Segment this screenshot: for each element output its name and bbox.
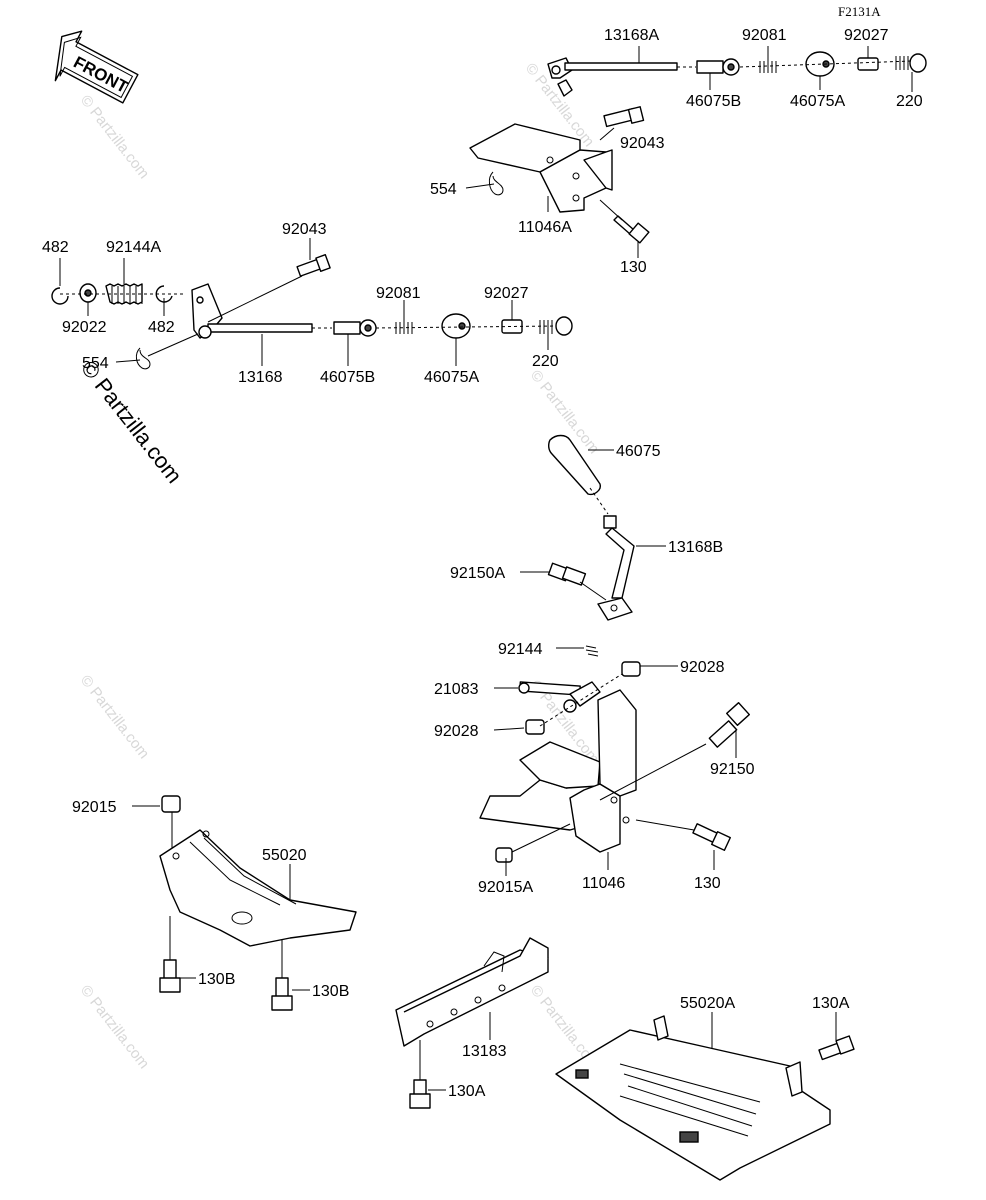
diagram-code: F2131A xyxy=(838,4,881,19)
joint-46075B-mid xyxy=(333,319,377,337)
label-130A-a: 130A xyxy=(812,995,850,1012)
label-482-a: 482 xyxy=(42,239,69,256)
label-13183: 13183 xyxy=(462,1043,507,1060)
label-554-top: 554 xyxy=(430,181,457,198)
washer-92022 xyxy=(79,283,97,303)
label-13168B: 13168B xyxy=(668,539,723,556)
label-220-mid: 220 xyxy=(532,353,559,370)
label-130A-b: 130A xyxy=(448,1083,486,1100)
bolt-130A-a xyxy=(818,1035,855,1061)
label-220-top: 220 xyxy=(896,93,923,110)
label-92028-b: 92028 xyxy=(434,723,479,740)
label-46075A-mid: 46075A xyxy=(424,369,479,386)
bolt-130B-a xyxy=(159,959,181,993)
label-92144: 92144 xyxy=(498,641,543,658)
label-92015: 92015 xyxy=(72,799,117,816)
label-554-mid: 554 xyxy=(82,355,109,372)
label-92081-top: 92081 xyxy=(742,27,787,44)
joint-46075A-mid xyxy=(441,313,471,339)
label-55020A: 55020A xyxy=(680,995,735,1012)
watermark-6: © Partzilla.com xyxy=(77,982,153,1072)
label-92022: 92022 xyxy=(62,319,107,336)
screw-220-top xyxy=(895,53,927,73)
label-46075A-top: 46075A xyxy=(790,93,845,110)
spring-92081-mid xyxy=(395,322,413,334)
knob-46075 xyxy=(547,434,601,496)
collar-92027-mid xyxy=(501,319,523,334)
plate-13183 xyxy=(395,937,549,1047)
label-11046: 11046 xyxy=(582,875,625,892)
bushing-92028-a xyxy=(621,661,641,677)
bolt-130-top xyxy=(613,215,650,244)
bushing-92028-b xyxy=(525,719,545,735)
label-92043-mid: 92043 xyxy=(282,221,327,238)
bolt-130-mid xyxy=(692,823,732,852)
label-46075B-mid: 46075B xyxy=(320,369,375,386)
label-13168: 13168 xyxy=(238,369,283,386)
label-21083: 21083 xyxy=(434,681,479,698)
label-13168A: 13168A xyxy=(604,27,659,44)
label-130-mid: 130 xyxy=(694,875,721,892)
bolt-92043-mid xyxy=(296,254,331,277)
label-92150A: 92150A xyxy=(450,565,505,582)
bolt-92150 xyxy=(708,702,750,748)
link-21083 xyxy=(518,681,601,713)
watermark-1: © Partzilla.com xyxy=(77,92,153,182)
label-92027-mid: 92027 xyxy=(484,285,529,302)
label-46075B-top: 46075B xyxy=(686,93,741,110)
spring-92144 xyxy=(585,645,599,657)
label-92150: 92150 xyxy=(710,761,755,778)
screw-220-mid xyxy=(539,316,573,336)
watermark-4: © Partzilla.com xyxy=(77,672,153,762)
label-92081-mid: 92081 xyxy=(376,285,421,302)
guard-55020 xyxy=(159,829,357,947)
spring-92081-top xyxy=(759,61,777,73)
bolt-92150A xyxy=(547,562,587,586)
shift-rod-13168 xyxy=(191,283,313,339)
nut-92015 xyxy=(161,795,181,813)
partzilla-watermark: © Partzilla.com xyxy=(76,356,187,488)
guard-55020A xyxy=(555,1015,831,1181)
clip-554-mid xyxy=(135,347,151,370)
part-labels: 13168A 92081 92027 46075B 46075A 220 920… xyxy=(42,27,923,1100)
label-130-top: 130 xyxy=(620,259,647,276)
collar-92027-top xyxy=(857,57,879,71)
bracket-11046A xyxy=(469,123,613,213)
nut-92015A xyxy=(495,847,513,863)
label-92027-top: 92027 xyxy=(844,27,889,44)
label-92043-top: 92043 xyxy=(620,135,665,152)
label-130B-b: 130B xyxy=(312,983,349,1000)
shift-rod-13168A xyxy=(547,57,696,97)
bracket-11046 xyxy=(479,689,637,853)
spring-92144A xyxy=(105,283,143,305)
retainer-482-a xyxy=(51,287,69,305)
label-92028-a: 92028 xyxy=(680,659,725,676)
leader-lines xyxy=(59,46,913,1091)
label-92144A: 92144A xyxy=(106,239,161,256)
lever-13168B xyxy=(597,515,635,621)
label-130B-a: 130B xyxy=(198,971,235,988)
joint-46075B-top xyxy=(696,58,740,76)
label-55020: 55020 xyxy=(262,847,307,864)
clip-554-top xyxy=(488,171,504,196)
bolt-130A-b xyxy=(409,1079,431,1109)
label-482-b: 482 xyxy=(148,319,175,336)
label-46075: 46075 xyxy=(616,443,661,460)
label-92015A: 92015A xyxy=(478,879,533,896)
label-11046A: 11046A xyxy=(518,219,572,236)
bolt-92043-top xyxy=(603,106,645,128)
bolt-130B-b xyxy=(271,977,293,1011)
